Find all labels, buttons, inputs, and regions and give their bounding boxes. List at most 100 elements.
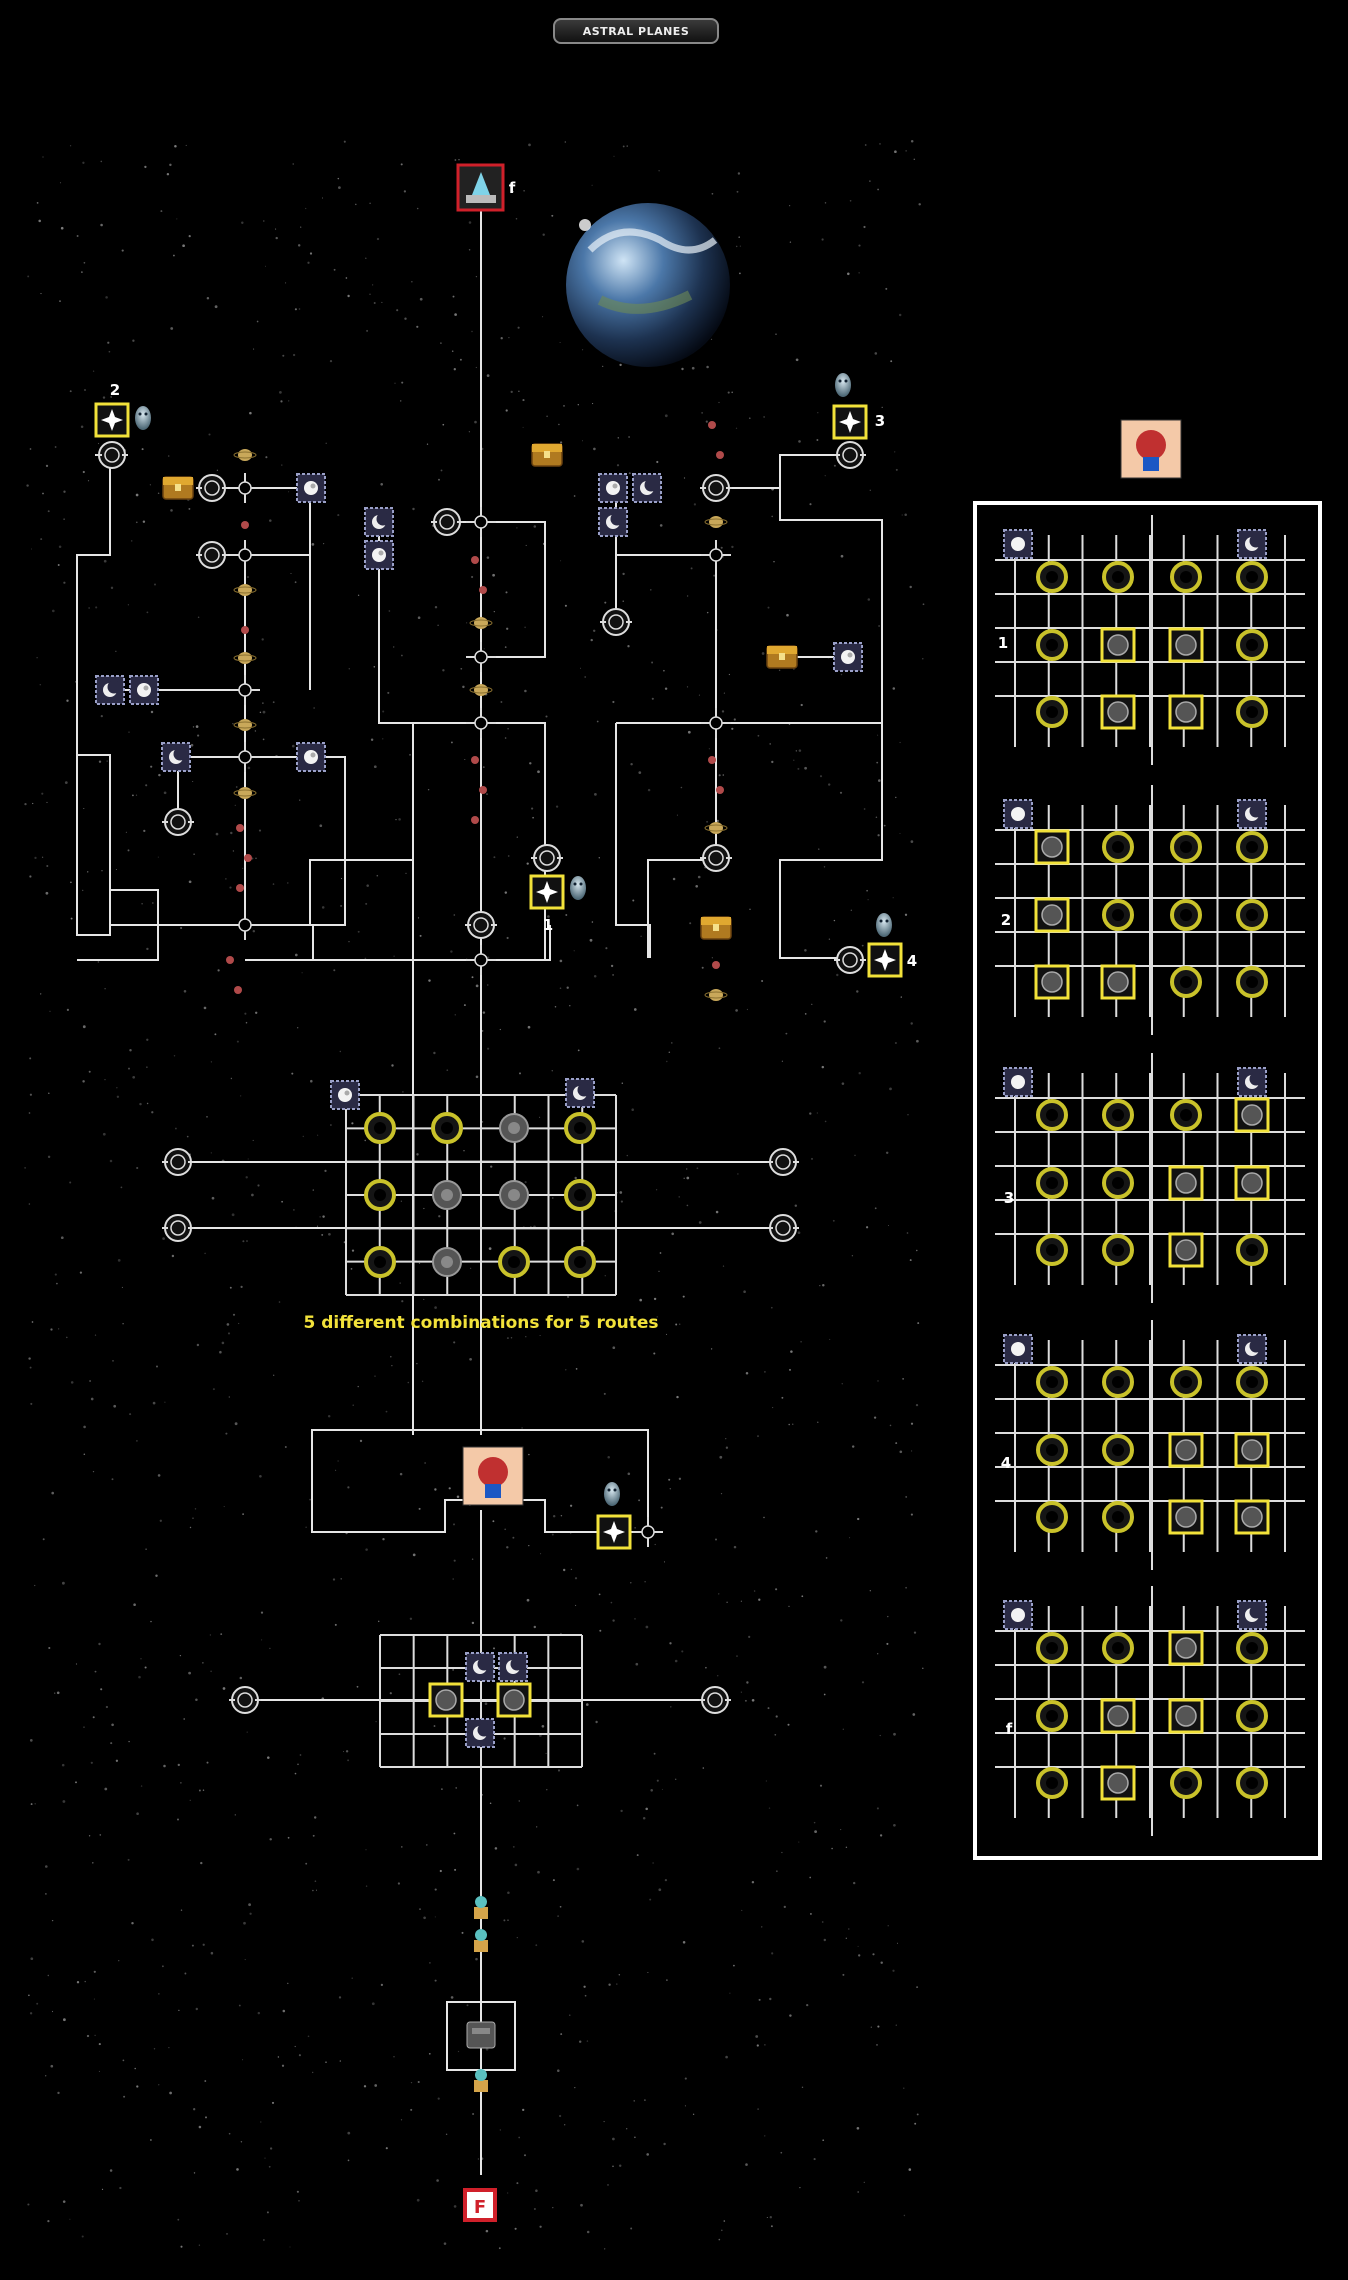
star-switch-icon[interactable]	[832, 404, 868, 440]
active-switch-icon[interactable]	[428, 1682, 464, 1718]
orb-tile-icon[interactable]	[129, 675, 159, 705]
warp-circle-icon[interactable]	[196, 474, 228, 502]
goal-label-4: 4	[907, 952, 917, 970]
orb-tile-icon[interactable]	[364, 540, 394, 570]
cross-junction-icon[interactable]	[701, 708, 731, 738]
warp-circle-icon[interactable]	[699, 1686, 731, 1714]
warp-circle-icon[interactable]	[834, 946, 866, 974]
cross-junction-icon[interactable]	[230, 910, 260, 940]
machine-icon	[466, 2021, 496, 2049]
warp-circle-icon[interactable]	[531, 844, 563, 872]
cross-junction-icon[interactable]	[230, 742, 260, 772]
boss-portrait-icon[interactable]	[462, 1446, 524, 1506]
warp-circle-icon[interactable]	[162, 808, 194, 836]
orb-tile-icon[interactable]	[598, 473, 628, 503]
ghost-enemy-icon	[135, 406, 151, 430]
active-switch-icon[interactable]	[496, 1682, 532, 1718]
moon-tile-icon[interactable]	[632, 473, 662, 503]
warp-circle-icon[interactable]	[196, 541, 228, 569]
ring-switch-icon	[1102, 1501, 1134, 1533]
combination-grid-main	[345, 1094, 617, 1296]
star-switch-icon[interactable]	[94, 402, 130, 438]
active-switch-icon	[1100, 1698, 1136, 1734]
legend-route-label-f: f	[1006, 1720, 1013, 1738]
star-switch-icon[interactable]	[529, 874, 565, 910]
ring-switch-icon[interactable]	[564, 1112, 596, 1144]
finish-tile[interactable]: F	[463, 2188, 497, 2222]
treasure-chest-icon[interactable]	[531, 443, 563, 467]
orb-tile-icon[interactable]	[296, 742, 326, 772]
star-switch-icon[interactable]	[596, 1514, 632, 1550]
cross-junction-icon[interactable]	[466, 945, 496, 975]
moon-tile-icon[interactable]	[364, 507, 394, 537]
ring-switch-icon	[1036, 696, 1068, 728]
cross-junction-icon[interactable]	[230, 540, 260, 570]
grey-switch-icon[interactable]	[432, 1180, 462, 1210]
orb-tile-icon[interactable]	[833, 642, 863, 672]
cross-junction-icon[interactable]	[466, 507, 496, 537]
moon-tile-icon[interactable]	[565, 1078, 595, 1108]
cross-junction-icon[interactable]	[466, 642, 496, 672]
orb-tile-icon	[1003, 1600, 1033, 1630]
active-switch-icon	[1100, 627, 1136, 663]
moon-tile-icon[interactable]	[498, 1652, 528, 1682]
orb-tile-icon[interactable]	[296, 473, 326, 503]
treasure-chest-icon[interactable]	[162, 476, 194, 500]
moon-tile-icon[interactable]	[465, 1718, 495, 1748]
treasure-chest-icon[interactable]	[766, 645, 798, 669]
ring-switch-icon	[1236, 561, 1268, 593]
legend-route-label-1: 1	[998, 634, 1008, 652]
legend-panel	[973, 501, 1322, 1860]
ghost-enemy-icon	[876, 913, 892, 937]
warp-circle-icon[interactable]	[431, 508, 463, 536]
ring-switch-icon[interactable]	[498, 1246, 530, 1278]
cross-junction-icon[interactable]	[466, 708, 496, 738]
ring-switch-icon	[1102, 1434, 1134, 1466]
cross-junction-icon[interactable]	[701, 540, 731, 570]
path-marker	[708, 756, 724, 794]
ring-switch-icon	[1236, 1700, 1268, 1732]
orb-tile-icon[interactable]	[330, 1080, 360, 1110]
warp-circle-icon[interactable]	[162, 1214, 194, 1242]
treasure-chest-icon[interactable]	[700, 916, 732, 940]
saturn-marker	[233, 787, 257, 799]
warp-circle-icon[interactable]	[700, 844, 732, 872]
warp-circle-icon[interactable]	[465, 911, 497, 939]
ring-switch-icon[interactable]	[364, 1246, 396, 1278]
legend-grid-route-4	[995, 1320, 1305, 1570]
warp-circle-icon[interactable]	[834, 441, 866, 469]
warp-circle-icon[interactable]	[229, 1686, 261, 1714]
ring-switch-icon[interactable]	[431, 1112, 463, 1144]
path-marker	[712, 961, 720, 969]
warp-circle-icon[interactable]	[767, 1214, 799, 1242]
warp-circle-icon[interactable]	[767, 1148, 799, 1176]
moon-tile-icon[interactable]	[95, 675, 125, 705]
robot-enemy-icon	[474, 2069, 488, 2092]
ring-switch-icon	[1170, 1099, 1202, 1131]
moon-tile-icon[interactable]	[161, 742, 191, 772]
cross-junction-icon[interactable]	[230, 675, 260, 705]
cross-junction-icon[interactable]	[230, 473, 260, 503]
planet-icon	[566, 203, 730, 367]
ring-switch-icon[interactable]	[364, 1112, 396, 1144]
orb-tile-icon	[1003, 529, 1033, 559]
star-switch-icon[interactable]	[867, 942, 903, 978]
ring-switch-icon[interactable]	[564, 1179, 596, 1211]
grey-switch-icon[interactable]	[499, 1113, 529, 1143]
grey-switch-icon[interactable]	[432, 1247, 462, 1277]
crystal-boss-icon[interactable]	[456, 163, 505, 212]
moon-tile-icon[interactable]	[598, 507, 628, 537]
ring-switch-icon	[1036, 561, 1068, 593]
ring-switch-icon[interactable]	[364, 1179, 396, 1211]
cross-junction-icon[interactable]	[633, 1517, 663, 1547]
warp-circle-icon[interactable]	[162, 1148, 194, 1176]
warp-circle-icon[interactable]	[96, 441, 128, 469]
warp-circle-icon[interactable]	[600, 608, 632, 636]
warp-circle-icon[interactable]	[700, 474, 732, 502]
ring-switch-icon[interactable]	[564, 1246, 596, 1278]
grey-switch-icon[interactable]	[499, 1180, 529, 1210]
ring-switch-icon	[1036, 629, 1068, 661]
moon-tile-icon[interactable]	[465, 1652, 495, 1682]
active-switch-icon	[1234, 1499, 1270, 1535]
ghost-enemy-icon	[835, 373, 851, 397]
